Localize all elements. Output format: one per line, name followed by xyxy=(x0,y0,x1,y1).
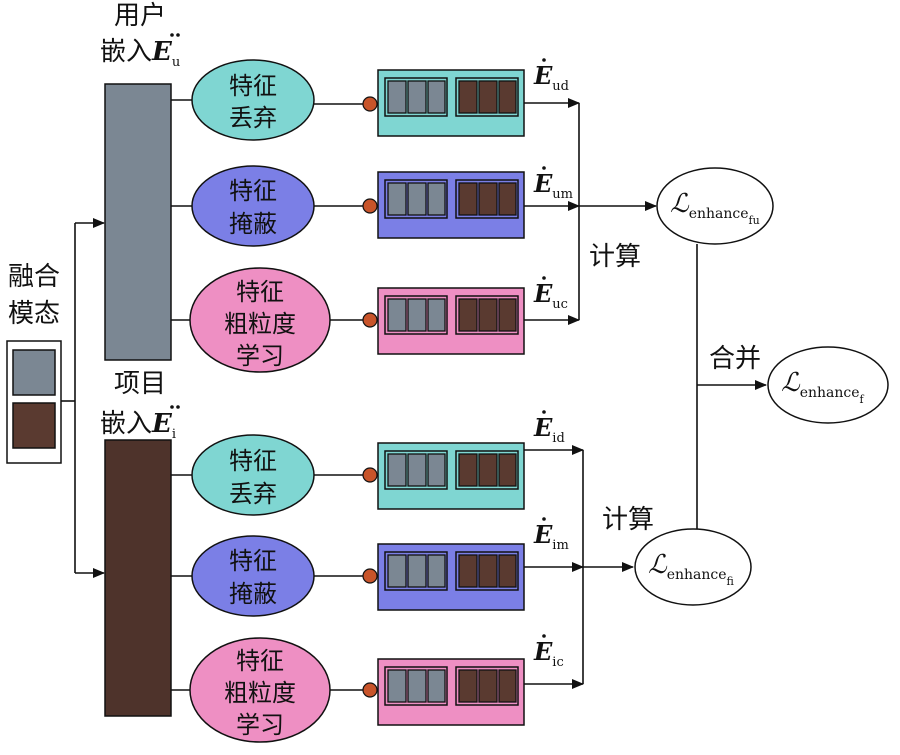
user-branch-labels: Eud Eum Euc xyxy=(533,58,573,312)
feature-coarse-line1: 特征 xyxy=(236,647,284,675)
label-E-id: E xyxy=(533,413,553,442)
svg-text:ℒenhancefu: ℒenhancefu xyxy=(670,189,760,227)
user-loss-subsubscript: fu xyxy=(749,214,760,227)
feature-drop-line1: 特征 xyxy=(229,447,277,475)
user-embedding-subscript: u xyxy=(172,55,180,70)
final-loss-subscript: enhance xyxy=(800,385,860,401)
user-compute-label: 计算 xyxy=(589,242,641,272)
fusion-brown-block xyxy=(12,402,56,449)
item-embedding-symbol: E xyxy=(151,409,173,439)
user-mask-branch: 特征 掩蔽 xyxy=(171,165,525,247)
feature-coarse-line3: 学习 xyxy=(236,342,284,370)
fusion-label-line1: 融合 xyxy=(8,262,60,292)
label-E-ud: E xyxy=(533,61,553,90)
label-E-um: E xyxy=(533,169,553,198)
label-ic-sub: ic xyxy=(552,655,563,670)
fusion-split-connector xyxy=(61,218,105,578)
user-loss-node: ℒenhancefu xyxy=(656,167,774,245)
fusion-label-line2: 模态 xyxy=(8,299,60,329)
loss-symbol: ℒ xyxy=(781,368,801,398)
label-ud-sub: ud xyxy=(552,79,569,94)
item-mask-vector xyxy=(377,543,525,611)
feature-mask-line2: 掩蔽 xyxy=(229,210,277,238)
label-E-ic: E xyxy=(533,637,553,666)
node-dot xyxy=(362,682,378,698)
item-embedding-subscript: i xyxy=(172,427,176,442)
user-loss-subscript: enhance xyxy=(689,206,749,222)
node-dot xyxy=(362,312,378,328)
svg-text:嵌入Eu: 嵌入Eu xyxy=(100,37,180,70)
item-drop-branch: 特征 丢弃 xyxy=(171,434,525,516)
item-loss-subscript: enhance xyxy=(667,567,727,583)
feature-coarse-line3: 学习 xyxy=(236,711,284,739)
user-label-line1: 用户 xyxy=(114,1,166,31)
feature-coarse-line2: 粗粒度 xyxy=(224,679,296,707)
user-coarse-branch: 特征 粗粒度 学习 xyxy=(171,267,525,373)
feature-drop-line1: 特征 xyxy=(229,72,277,100)
node-dot xyxy=(362,198,378,214)
svg-text:ℒenhancefi: ℒenhancefi xyxy=(648,550,735,588)
loss-symbol: ℒ xyxy=(648,550,668,580)
feature-mask-line1: 特征 xyxy=(229,177,277,205)
user-embedding-label: 用户 嵌入Eu xyxy=(100,1,180,70)
item-coarse-branch: 特征 粗粒度 学习 xyxy=(171,637,525,743)
merge-connector xyxy=(696,244,767,529)
final-loss-subsubscript: f xyxy=(860,393,865,406)
item-embedding-label: 项目 嵌入Ei xyxy=(100,369,180,442)
fusion-modality-label: 融合 模态 xyxy=(8,262,60,329)
item-label-line1: 项目 xyxy=(114,369,166,399)
item-label-prefix: 嵌入 xyxy=(100,409,152,439)
feature-mask-line2: 掩蔽 xyxy=(229,580,277,608)
fusion-modality-box xyxy=(6,340,62,464)
item-compute-label: 计算 xyxy=(602,505,654,535)
item-drop-vector xyxy=(377,442,525,510)
node-dot xyxy=(362,568,378,584)
item-loss-subsubscript: fi xyxy=(727,575,735,588)
svg-text:Eic: Eic xyxy=(533,637,564,670)
final-loss-node: ℒenhancef xyxy=(767,346,889,424)
merge-label: 合并 xyxy=(709,344,761,374)
item-coarse-vector xyxy=(377,658,525,726)
label-uc-sub: uc xyxy=(552,297,568,312)
svg-text:Eid: Eid xyxy=(533,413,565,446)
node-dot xyxy=(362,96,378,112)
svg-text:嵌入Ei: 嵌入Ei xyxy=(100,409,176,442)
fusion-grey-block xyxy=(12,349,56,396)
user-label-prefix: 嵌入 xyxy=(100,37,152,67)
user-mask-vector xyxy=(377,171,525,239)
label-im-sub: im xyxy=(552,538,569,553)
label-um-sub: um xyxy=(552,187,573,202)
user-compute-connector xyxy=(524,98,657,325)
user-embedding-symbol: E xyxy=(151,37,173,67)
label-E-uc: E xyxy=(533,279,553,308)
svg-text:Eim: Eim xyxy=(533,520,569,553)
user-embedding-bar xyxy=(104,83,172,361)
item-loss-node: ℒenhancefi xyxy=(634,528,752,606)
svg-text:Eum: Eum xyxy=(533,169,573,202)
feature-drop-line2: 丢弃 xyxy=(229,104,277,132)
user-drop-branch: 特征 丢弃 xyxy=(171,59,525,141)
svg-text:Eud: Eud xyxy=(533,61,569,94)
item-compute-connector xyxy=(524,445,634,689)
item-embedding-bar xyxy=(104,439,172,717)
node-dot xyxy=(362,467,378,483)
item-mask-branch: 特征 掩蔽 xyxy=(171,535,525,617)
feature-mask-line1: 特征 xyxy=(229,547,277,575)
feature-coarse-line2: 粗粒度 xyxy=(224,310,296,338)
feature-drop-ellipse xyxy=(191,59,315,141)
label-id-sub: id xyxy=(552,431,564,446)
svg-text:Euc: Euc xyxy=(533,279,568,312)
user-coarse-vector xyxy=(377,287,525,355)
item-branch-labels: Eid Eim Eic xyxy=(533,410,569,670)
loss-symbol: ℒ xyxy=(670,189,690,219)
svg-text:ℒenhancef: ℒenhancef xyxy=(781,368,865,406)
user-drop-vector xyxy=(377,69,525,137)
feature-drop-line2: 丢弃 xyxy=(229,480,277,508)
feature-coarse-line1: 特征 xyxy=(236,278,284,306)
label-E-im: E xyxy=(533,520,553,549)
